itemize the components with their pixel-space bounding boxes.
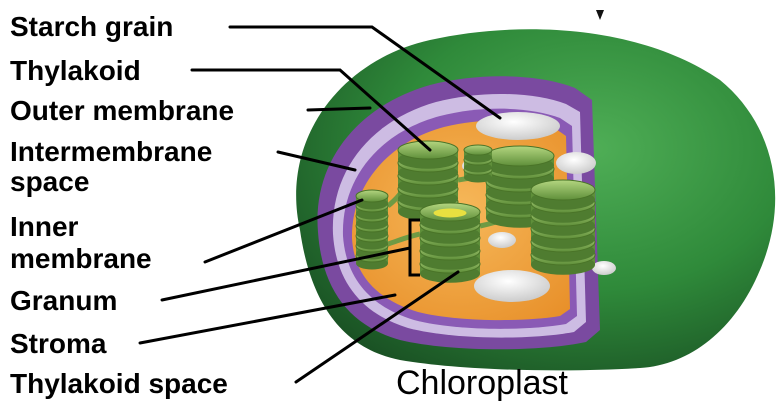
starch-grain-5 xyxy=(488,232,516,248)
granum-stack xyxy=(531,180,595,275)
label-thylakoid-space: Thylakoid space xyxy=(10,368,228,399)
label-stroma: Stroma xyxy=(10,328,107,359)
chloroplast-caption: Chloroplast xyxy=(396,364,569,402)
starch-grain-6 xyxy=(592,261,616,275)
starch-grain-3 xyxy=(474,270,550,302)
label-thylakoid: Thylakoid xyxy=(10,55,141,86)
starch-grain-2 xyxy=(556,152,596,174)
label-intermembrane-line1: Intermembrane xyxy=(10,136,212,167)
label-intermembrane-line2: space xyxy=(10,166,89,197)
granum-stack xyxy=(464,145,492,183)
starch-grain-1 xyxy=(476,112,560,140)
label-granum: Granum xyxy=(10,285,117,316)
thylakoid-space-lumen xyxy=(434,209,467,218)
thylakoid-disk xyxy=(531,180,595,200)
label-inner-line1: Inner xyxy=(10,211,79,242)
thylakoid-disk xyxy=(486,146,554,166)
label-inner-line2: membrane xyxy=(10,243,152,274)
granum-highlighted xyxy=(420,203,480,283)
label-starch-grain: Starch grain xyxy=(10,11,173,42)
thylakoid-disk xyxy=(464,145,492,155)
label-outer-membrane: Outer membrane xyxy=(10,95,234,126)
leader-outer-membrane xyxy=(308,108,370,110)
